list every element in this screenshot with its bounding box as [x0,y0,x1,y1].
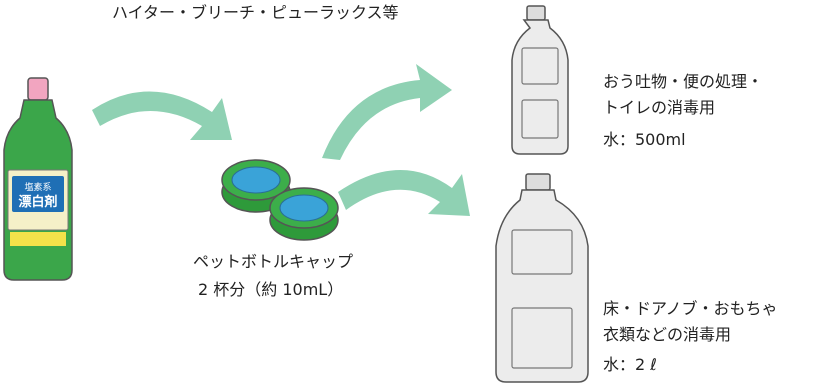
small-bottle-use-line1: おう吐物・便の処理・ [603,72,764,91]
cap-right-inner [279,194,329,222]
large-bottle-panel-bottom [511,307,573,369]
bleach-bottle: 塩素系 漂白剤 [3,77,73,281]
arrow-to-caps [92,91,232,140]
small-bottle-panel-top [521,47,559,85]
bleach-stripe [10,232,66,246]
large-bottle-body [495,189,589,383]
small-bottle-water: 水：500ml [603,130,686,149]
small-bottle-cap [526,5,546,21]
bleach-label-line2: 漂白剤 [18,194,57,210]
arrow-to-small-bottle [322,64,452,160]
bleach-label [12,176,64,212]
large-bottle-water: 水：2 ℓ [603,355,657,374]
small-pet-bottle [511,5,569,155]
small-bottle-body [511,19,569,155]
large-bottle-cap [525,173,551,191]
large-bottle-use: 床・ドアノブ・おもちゃ 衣類などの消毒用 [603,296,778,347]
cap-count: 2 杯分（約 10mL） [198,280,344,299]
small-bottle-use: おう吐物・便の処理・ トイレの消毒用 [603,69,763,120]
large-bottle-use-line2: 衣類などの消毒用 [603,324,732,344]
bottle-caps [221,159,339,241]
small-bottle-use-line2: トイレの消毒用 [603,97,716,117]
bleach-products-label: ハイター・ブリーチ・ピューラックス等 [112,3,399,22]
large-pet-bottle [495,173,589,383]
bleach-bottle-cap [27,77,49,101]
small-bottle-panel-bottom [521,99,559,139]
bleach-label-line1: 塩素系 [24,181,51,193]
large-bottle-use-line1: 床・ドアノブ・おもちゃ [603,299,778,318]
large-bottle-panel-top [511,229,573,275]
arrow-to-large-bottle [338,169,470,216]
cap-left-inner [231,166,281,194]
cap-label: ペットボトルキャップ [193,252,354,271]
